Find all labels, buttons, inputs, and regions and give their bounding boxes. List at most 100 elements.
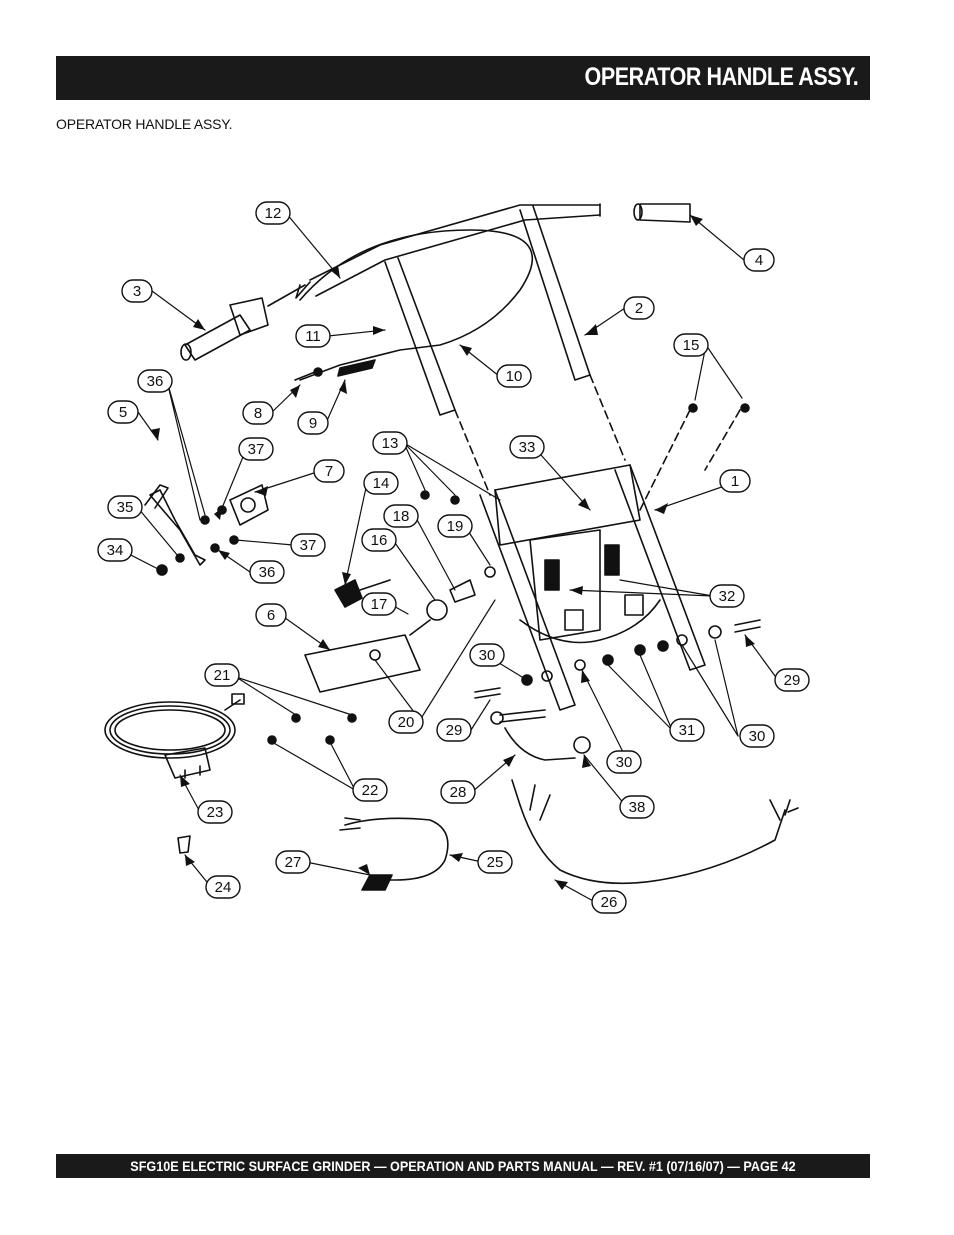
callout-13: 13 bbox=[372, 431, 408, 455]
grip-right bbox=[639, 203, 691, 223]
callout-30-upper: 30 bbox=[469, 643, 505, 667]
page-title: OPERATOR HANDLE ASSY. bbox=[584, 63, 858, 91]
mount-plate-7 bbox=[229, 484, 269, 526]
svg-text:30: 30 bbox=[749, 728, 766, 745]
upper-tube-left bbox=[384, 257, 456, 416]
svg-text:24: 24 bbox=[215, 879, 232, 896]
svg-text:29: 29 bbox=[446, 722, 463, 739]
svg-text:37: 37 bbox=[248, 441, 265, 458]
callout-1: 1 bbox=[719, 469, 751, 493]
callout-29-left: 29 bbox=[436, 718, 472, 742]
svg-text:30: 30 bbox=[616, 754, 633, 771]
svg-text:9: 9 bbox=[309, 415, 317, 432]
cap-24 bbox=[177, 835, 191, 854]
svg-text:30: 30 bbox=[479, 647, 496, 664]
svg-text:27: 27 bbox=[285, 854, 302, 871]
callout-15: 15 bbox=[673, 333, 709, 357]
cable-25 bbox=[344, 817, 449, 881]
svg-text:37: 37 bbox=[300, 537, 317, 554]
svg-text:15: 15 bbox=[683, 337, 700, 354]
callout-35: 35 bbox=[107, 495, 143, 519]
callout-3: 3 bbox=[121, 279, 153, 303]
callout-18: 18 bbox=[383, 504, 419, 528]
plate-6 bbox=[304, 634, 421, 693]
callout-9: 9 bbox=[297, 411, 329, 435]
callout-37-lower: 37 bbox=[290, 533, 326, 557]
svg-text:7: 7 bbox=[325, 463, 333, 480]
svg-text:38: 38 bbox=[629, 799, 646, 816]
svg-text:25: 25 bbox=[487, 854, 504, 871]
svg-text:35: 35 bbox=[117, 499, 134, 516]
svg-text:10: 10 bbox=[506, 368, 523, 385]
callout-12: 12 bbox=[255, 201, 291, 225]
callout-6: 6 bbox=[255, 603, 287, 627]
svg-text:31: 31 bbox=[679, 722, 696, 739]
callout-36-lower: 36 bbox=[249, 560, 285, 584]
callout-34: 34 bbox=[97, 538, 133, 562]
knob-14 bbox=[334, 579, 363, 608]
ring-38 bbox=[573, 736, 591, 754]
callout-31: 31 bbox=[669, 718, 705, 742]
svg-text:3: 3 bbox=[133, 283, 141, 300]
svg-text:23: 23 bbox=[207, 804, 224, 821]
callout-33: 33 bbox=[509, 435, 545, 459]
power-cord bbox=[104, 701, 236, 759]
svg-text:13: 13 bbox=[382, 435, 399, 452]
svg-text:22: 22 bbox=[362, 782, 379, 799]
svg-text:12: 12 bbox=[265, 205, 282, 222]
svg-text:26: 26 bbox=[601, 894, 618, 911]
bolt-28 bbox=[499, 709, 546, 723]
svg-text:14: 14 bbox=[373, 475, 390, 492]
callout-21: 21 bbox=[204, 663, 240, 687]
callout-30-lower: 30 bbox=[606, 750, 642, 774]
callout-32: 32 bbox=[709, 584, 745, 608]
svg-text:28: 28 bbox=[450, 784, 467, 801]
callout-11: 11 bbox=[295, 324, 331, 348]
callout-37-upper: 37 bbox=[238, 437, 274, 461]
svg-text:4: 4 bbox=[755, 252, 763, 269]
section-subtitle: OPERATOR HANDLE ASSY. bbox=[56, 116, 233, 132]
callout-8: 8 bbox=[242, 401, 274, 425]
callout-24: 24 bbox=[205, 875, 241, 899]
callout-28: 28 bbox=[440, 780, 476, 804]
callout-23: 23 bbox=[197, 800, 233, 824]
svg-text:34: 34 bbox=[107, 542, 124, 559]
callout-22: 22 bbox=[352, 778, 388, 802]
cable-26 bbox=[519, 804, 786, 885]
svg-text:19: 19 bbox=[447, 518, 464, 535]
svg-text:29: 29 bbox=[784, 672, 801, 689]
svg-text:17: 17 bbox=[371, 596, 388, 613]
svg-text:32: 32 bbox=[719, 588, 736, 605]
callout-7: 7 bbox=[313, 459, 345, 483]
callout-26: 26 bbox=[591, 890, 627, 914]
svg-text:11: 11 bbox=[305, 328, 321, 345]
callout-14: 14 bbox=[363, 471, 399, 495]
callout-30-right: 30 bbox=[739, 724, 775, 748]
svg-text:6: 6 bbox=[267, 607, 275, 624]
footer-bar: SFG10E ELECTRIC SURFACE GRINDER — OPERAT… bbox=[56, 1154, 870, 1178]
svg-text:36: 36 bbox=[259, 564, 276, 581]
svg-text:20: 20 bbox=[398, 714, 415, 731]
callout-2: 2 bbox=[623, 296, 655, 320]
svg-text:1: 1 bbox=[731, 473, 739, 490]
handlebar bbox=[309, 204, 601, 297]
svg-text:18: 18 bbox=[393, 508, 410, 525]
svg-text:2: 2 bbox=[635, 300, 643, 317]
header-bar: OPERATOR HANDLE ASSY. bbox=[56, 56, 870, 100]
callout-19: 19 bbox=[437, 514, 473, 538]
svg-text:8: 8 bbox=[254, 405, 262, 422]
callout-17: 17 bbox=[361, 592, 397, 616]
grip-left bbox=[184, 314, 251, 361]
svg-text:5: 5 bbox=[119, 404, 127, 421]
callout-10: 10 bbox=[496, 364, 532, 388]
svg-text:33: 33 bbox=[519, 439, 536, 456]
callout-4: 4 bbox=[743, 248, 775, 272]
throttle-cable bbox=[299, 229, 534, 381]
callout-5: 5 bbox=[107, 400, 139, 424]
svg-text:21: 21 bbox=[214, 667, 231, 684]
bracket-5 bbox=[149, 489, 206, 566]
svg-text:36: 36 bbox=[147, 373, 164, 390]
callout-27: 27 bbox=[275, 850, 311, 874]
callout-29-right: 29 bbox=[774, 668, 810, 692]
